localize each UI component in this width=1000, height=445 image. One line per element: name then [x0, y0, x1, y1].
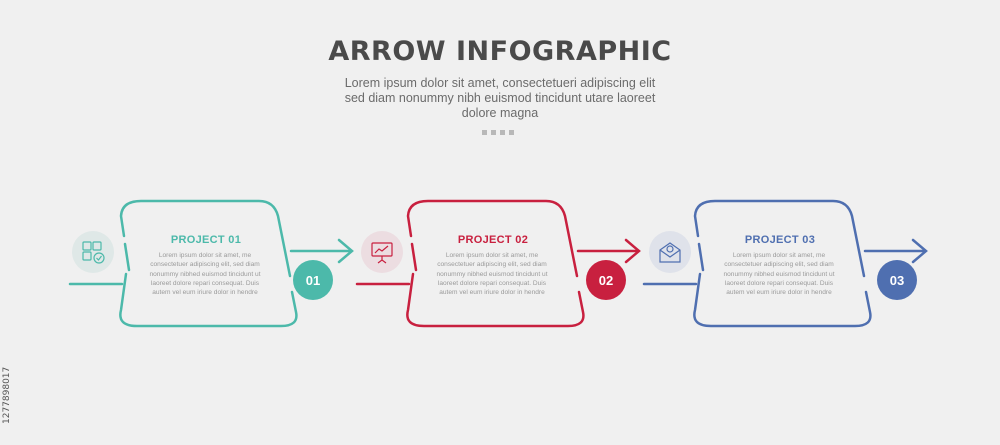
page-title: ARROW INFOGRAPHIC — [328, 36, 672, 67]
step-2-number-badge: 02 — [586, 260, 626, 300]
step-3-number-badge: 03 — [877, 260, 917, 300]
presentation-board-icon — [361, 231, 403, 273]
mail-settings-icon — [649, 231, 691, 273]
step-3-title: PROJECT 03 — [744, 234, 816, 246]
step-3-frame — [642, 199, 928, 328]
step-3-description: Lorem ipsum dolor sit amet, me consectet… — [723, 252, 835, 297]
puzzle-icon — [72, 231, 114, 273]
step-2-description: Lorem ipsum dolor sit amet, me consectet… — [436, 252, 548, 297]
page-subtitle: Lorem ipsum dolor sit amet, consectetuer… — [344, 76, 656, 120]
stock-image-id: 1277898017 — [2, 366, 12, 424]
step-1-frame — [68, 199, 354, 328]
step-1-number-badge: 01 — [293, 260, 333, 300]
step-1-title: PROJECT 01 — [170, 234, 242, 246]
step-2-title: PROJECT 02 — [457, 234, 529, 246]
step-1-description: Lorem ipsum dolor sit amet, me consectet… — [149, 252, 261, 297]
decorative-dots — [482, 130, 514, 135]
step-2-frame — [355, 199, 641, 328]
